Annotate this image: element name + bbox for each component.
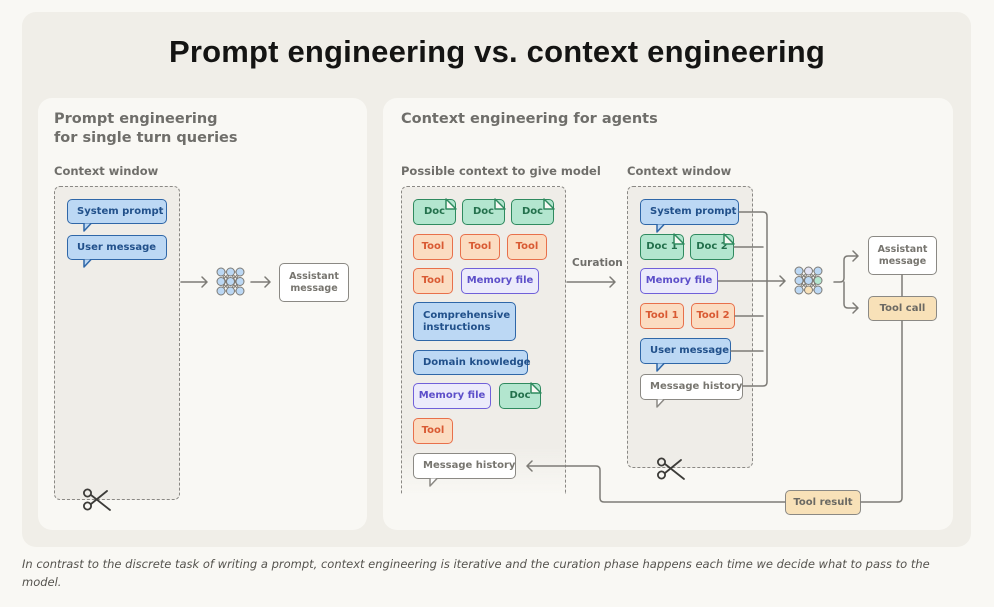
chip-label: Tool <box>421 275 445 286</box>
context-window-label: Context window <box>54 164 159 178</box>
tool-1-chip: Tool 1 <box>640 303 684 329</box>
user-message-chip: User message <box>67 235 167 260</box>
output-line-1: Assistant <box>289 270 339 282</box>
chip-label: Doc <box>509 390 531 401</box>
chip-label: Message history <box>423 460 516 471</box>
doc-chip: Doc <box>499 383 541 409</box>
chip-label: Memory file <box>418 390 486 401</box>
memory-file-chip: Memory file <box>461 268 539 294</box>
chip-label: Tool <box>515 241 539 252</box>
curation-label: Curation <box>572 257 623 269</box>
doc-chip: Doc <box>413 199 456 225</box>
user-message-chip: User message <box>640 338 731 364</box>
context-engineering-heading: Context engineering for agents <box>401 111 658 127</box>
message-history-chip: Message history <box>640 374 743 400</box>
chip-label-line-1: Comprehensive <box>423 309 511 321</box>
chip-label: User message <box>77 241 157 253</box>
tool-chip: Tool <box>507 234 547 260</box>
tool-chip: Tool <box>413 234 453 260</box>
chip-label: Memory file <box>645 275 713 286</box>
chip-label: User message <box>650 345 730 356</box>
possible-context-label: Possible context to give model <box>401 164 601 178</box>
doc-1-chip: Doc 1 <box>640 234 684 260</box>
heading-line-1: Prompt engineering <box>54 111 218 127</box>
heading-line-2: for single turn queries <box>54 130 238 146</box>
doc-chip: Doc <box>511 199 554 225</box>
memory-file-chip: Memory file <box>640 268 718 294</box>
tool-2-chip: Tool 2 <box>691 303 735 329</box>
output-line-2: message <box>878 255 927 267</box>
tool-chip: Tool <box>413 268 453 294</box>
chip-label: Tool <box>421 241 445 252</box>
chip-label: Memory file <box>466 275 534 286</box>
comprehensive-instructions-chip: Comprehensive instructions <box>413 302 516 341</box>
chip-label: Tool call <box>879 302 926 314</box>
chip-label: Doc <box>472 206 495 217</box>
chip-label: System prompt <box>650 206 737 217</box>
chip-label: Tool 2 <box>696 310 730 321</box>
output-line-2: message <box>290 282 338 294</box>
prompt-engineering-heading: Prompt engineering for single turn queri… <box>54 110 238 148</box>
system-prompt-chip: System prompt <box>640 199 739 225</box>
doc-2-chip: Doc 2 <box>690 234 734 260</box>
chip-label: System prompt <box>77 205 164 217</box>
chip-label: Doc <box>521 206 544 217</box>
chip-label: Tool 1 <box>645 310 679 321</box>
chip-label: Doc <box>423 206 446 217</box>
chip-label: Tool result <box>793 496 853 508</box>
message-history-chip: Message history <box>413 453 516 479</box>
chip-label: Tool <box>421 425 445 436</box>
chip-label: Tool <box>468 241 492 252</box>
diagram-title: Prompt engineering vs. context engineeri… <box>168 34 826 69</box>
tool-chip: Tool <box>460 234 500 260</box>
system-prompt-chip: System prompt <box>67 199 167 224</box>
chip-label: Message history <box>650 381 743 392</box>
output-line-1: Assistant <box>877 243 928 255</box>
assistant-message-output: Assistant message <box>868 236 937 275</box>
chip-label-line-2: instructions <box>423 321 491 333</box>
chip-label: Doc 2 <box>696 241 728 252</box>
chip-label: Domain knowledge <box>423 356 531 368</box>
assistant-message-output: Assistant message <box>279 263 349 302</box>
figure-caption: In contrast to the discrete task of writ… <box>22 557 930 589</box>
context-window <box>54 186 180 500</box>
domain-knowledge-chip: Domain knowledge <box>413 350 531 375</box>
tool-result-box: Tool result <box>785 490 861 515</box>
tool-chip: Tool <box>413 418 453 444</box>
memory-file-chip: Memory file <box>413 383 491 409</box>
tool-call-output: Tool call <box>868 296 937 321</box>
doc-chip: Doc <box>462 199 505 225</box>
context-window-label: Context window <box>627 164 732 178</box>
chip-label: Doc 1 <box>646 241 678 252</box>
